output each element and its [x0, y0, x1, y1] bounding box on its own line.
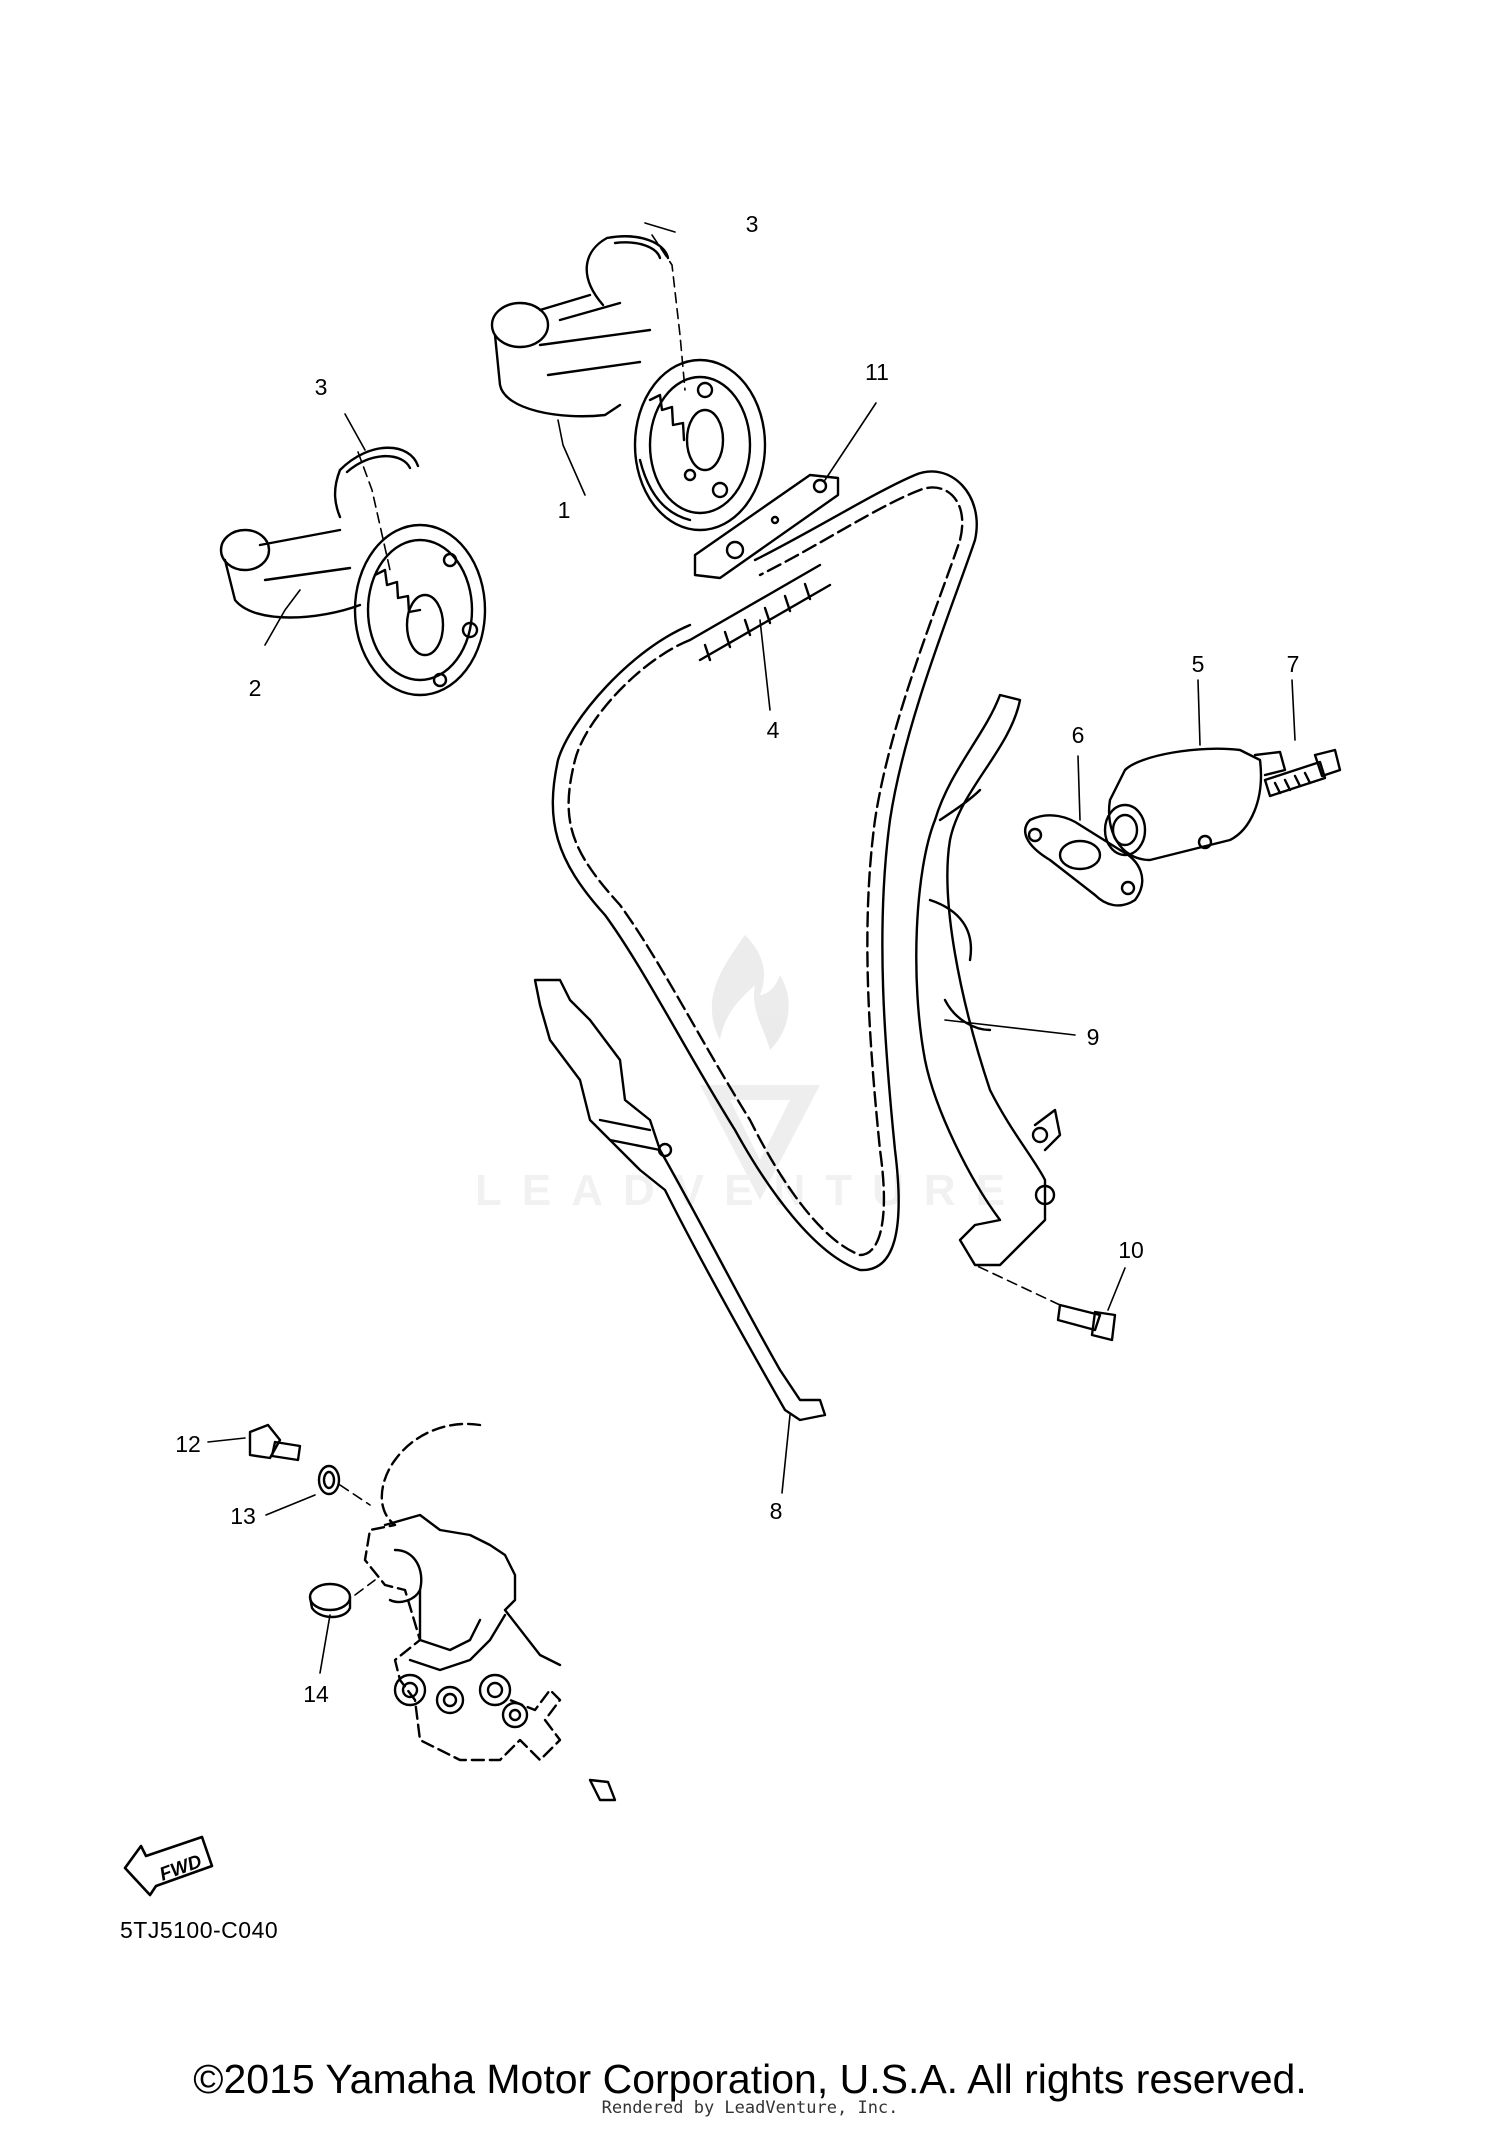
callout-2: 2: [249, 675, 262, 701]
callout-3-upper: 3: [746, 211, 759, 237]
callout-13: 13: [230, 1503, 256, 1529]
callout-5: 5: [1192, 651, 1205, 677]
watermark-text: LEADVENTURE: [475, 1166, 1025, 1215]
callout-1: 1: [558, 497, 571, 523]
part-5-cam-chain-tensioner[interactable]: [1103, 747, 1287, 862]
part-11-chain-guide-stopper[interactable]: [693, 473, 840, 580]
part-13-washer[interactable]: [317, 1464, 341, 1496]
callout-8: 8: [770, 1498, 783, 1524]
part-2-camshaft[interactable]: [219, 523, 487, 697]
part-14-plug[interactable]: [308, 1582, 352, 1619]
callout-14: 14: [303, 1681, 329, 1707]
copyright-notice: ©2015 Yamaha Motor Corporation, U.S.A. A…: [193, 2056, 1307, 2102]
diagram-code: 5TJ5100-C040: [120, 1917, 279, 1943]
part-4-cam-chain[interactable]: [551, 470, 978, 1272]
part-3-circlip-lower[interactable]: [333, 446, 420, 519]
fwd-arrow-icon: FWD: [123, 1835, 214, 1897]
callout-12: 12: [175, 1431, 201, 1457]
part-6-gasket[interactable]: [1024, 814, 1144, 907]
part-7-bolt[interactable]: [1263, 748, 1342, 798]
part-3-circlip-upper[interactable]: [585, 235, 670, 307]
part-10-bolt[interactable]: [1056, 1303, 1117, 1342]
crankcase-outline: [363, 1422, 617, 1802]
rendered-by-notice: Rendered by LeadVenture, Inc.: [601, 2098, 899, 2118]
callout-3-lower: 3: [315, 374, 328, 400]
callout-11: 11: [865, 359, 889, 385]
callout-7: 7: [1287, 651, 1300, 677]
leader-lines: [207, 222, 1296, 1674]
callout-9: 9: [1087, 1024, 1100, 1050]
callout-6: 6: [1072, 722, 1085, 748]
part-9-chain-tensioner-guide[interactable]: [915, 693, 1062, 1267]
leadventure-logo-icon: LEADVENTURE: [475, 935, 1025, 1215]
part-8-chain-guide[interactable]: [533, 978, 827, 1422]
part-1-camshaft[interactable]: [490, 293, 767, 532]
callout-4: 4: [767, 717, 780, 743]
callout-10: 10: [1118, 1237, 1144, 1263]
part-12-bolt[interactable]: [248, 1423, 302, 1462]
